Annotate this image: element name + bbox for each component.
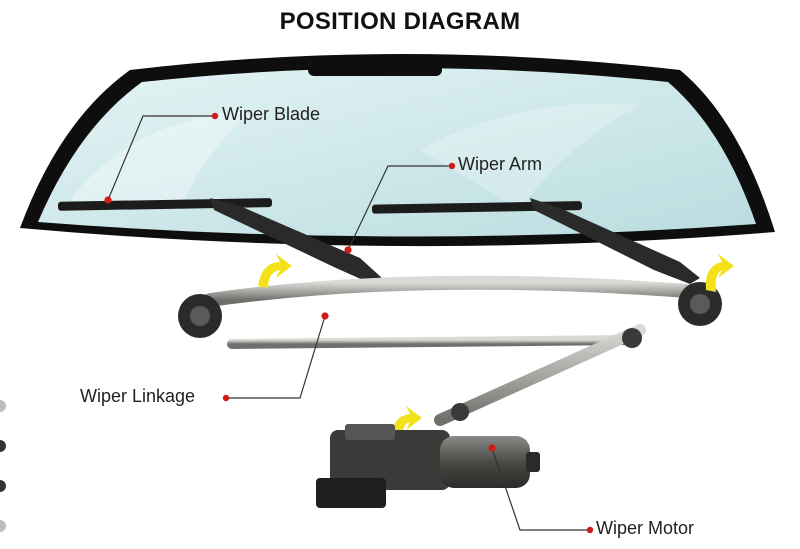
carousel-dot[interactable] <box>0 520 6 532</box>
label-wiper-blade: Wiper Blade <box>222 104 321 124</box>
label-wiper-motor: Wiper Motor <box>596 518 695 538</box>
carousel-dots <box>0 400 10 540</box>
wiper-motor <box>316 424 540 508</box>
diagram-title: POSITION DIAGRAM <box>279 8 521 35</box>
label-wiper-linkage: Wiper Linkage <box>80 386 196 406</box>
right-wiper <box>371 198 700 284</box>
callout-pointers <box>104 112 594 534</box>
carousel-dot[interactable] <box>0 440 6 452</box>
windshield <box>20 54 775 247</box>
mirror-mount <box>308 58 442 76</box>
label-wiper-arm: Wiper Arm <box>458 154 543 174</box>
wiper-linkage-assembly <box>178 275 722 426</box>
carousel-dot[interactable] <box>0 400 6 412</box>
carousel-dot[interactable] <box>0 480 6 492</box>
left-wiper <box>57 198 382 284</box>
